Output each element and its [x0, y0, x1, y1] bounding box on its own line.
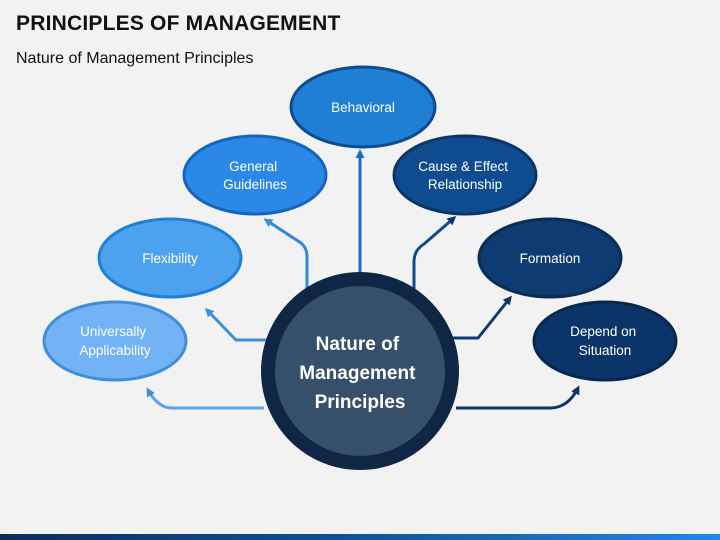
connector-formation: [452, 295, 512, 340]
node-depend-on-situation: Depend on Situation: [532, 300, 678, 382]
node-flexibility: Flexibility: [97, 217, 243, 299]
connector-general-guidelines: [263, 218, 309, 288]
connector-flexibility: [204, 307, 276, 342]
svg-text:Depend on Situation: Depend on Situation: [570, 324, 640, 358]
svg-text:Cause & Effect Relations: Cause & Effect Relationship: [418, 159, 512, 192]
connector-depend-on-situation: [456, 385, 580, 410]
footer-accent-bar: [0, 534, 720, 540]
node-behavioral: Behavioral: [289, 65, 437, 149]
node-universally-applicability: Universally Applicability: [42, 300, 188, 382]
center-node-label: Nature of Management Principles: [299, 334, 420, 413]
connector-universally-applicability: [146, 387, 264, 410]
svg-text:General Guidelines: General Guidelines: [223, 159, 287, 192]
connector-cause-effect: [412, 216, 457, 290]
page-title: PRINCIPLES OF MANAGEMENT: [16, 12, 341, 35]
svg-text:Formation: Formation: [520, 251, 581, 266]
node-formation: Formation: [477, 217, 623, 299]
svg-text:Universally Applicabilit: Universally Applicability: [79, 324, 151, 358]
center-node: Nature of Management Principles: [261, 272, 459, 470]
page-subtitle: Nature of Management Principles: [16, 50, 254, 67]
node-general-guidelines: General Guidelines: [182, 134, 328, 216]
node-cause-effect-relationship: Cause & Effect Relationship: [392, 134, 538, 216]
svg-text:Behavioral: Behavioral: [331, 100, 395, 115]
svg-text:Flexibility: Flexibility: [142, 251, 198, 266]
